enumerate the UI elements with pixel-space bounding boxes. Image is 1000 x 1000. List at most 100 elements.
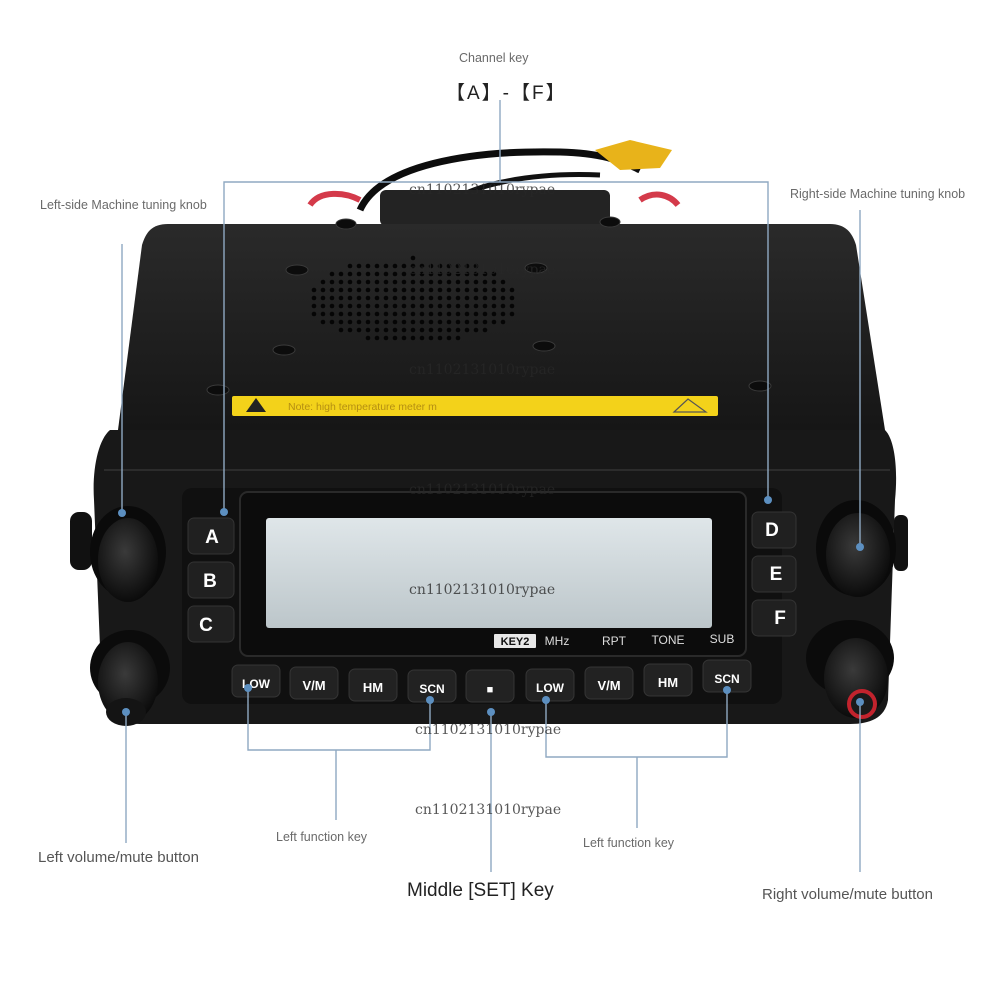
grille-hole: [428, 303, 434, 309]
grille-hole: [329, 279, 335, 285]
grille-hole: [347, 287, 353, 293]
grille-hole: [455, 311, 461, 317]
grille-hole: [446, 335, 452, 341]
grille-hole: [419, 319, 425, 325]
grille-hole: [464, 279, 470, 285]
grille-hole: [347, 311, 353, 317]
grille-hole: [491, 303, 497, 309]
grille-hole: [365, 335, 371, 341]
grille-hole: [464, 311, 470, 317]
grille-hole: [446, 311, 452, 317]
grille-hole: [320, 311, 326, 317]
grille-hole: [320, 287, 326, 293]
grille-hole: [437, 303, 443, 309]
left-hm-key[interactable]: HM: [363, 680, 383, 695]
cable-tag: [595, 140, 672, 170]
key2-badge: [494, 634, 536, 648]
channel-key-a[interactable]: A: [205, 527, 219, 548]
channel-key-f[interactable]: F: [774, 608, 786, 629]
grille-hole: [311, 295, 317, 301]
grille-hole: [437, 279, 443, 285]
grille-hole: [365, 295, 371, 301]
grille-hole: [356, 271, 362, 277]
right-tuning-knob: [816, 500, 896, 597]
grille-hole: [419, 311, 425, 317]
grille-hole: [320, 295, 326, 301]
grille-hole: [338, 319, 344, 325]
channel-key-d[interactable]: D: [765, 520, 779, 541]
grille-hole: [383, 327, 389, 333]
grille-hole: [410, 327, 416, 333]
case-screws: [206, 216, 772, 396]
lcd-screen: [266, 518, 712, 628]
grille-hole: [455, 319, 461, 325]
grille-hole: [392, 327, 398, 333]
grille-hole: [311, 311, 317, 317]
grille-hole: [320, 303, 326, 309]
watermark: cn1102131010rypae: [409, 182, 556, 198]
right-hm-key[interactable]: HM: [658, 675, 678, 690]
grille-hole: [473, 263, 479, 269]
grille-hole: [455, 271, 461, 277]
function-key-pad: [525, 668, 575, 702]
grille-hole: [374, 335, 380, 341]
grille-hole: [446, 295, 452, 301]
channel-key-e[interactable]: E: [770, 564, 783, 585]
indicator-sub: SUB: [710, 632, 735, 646]
indicator-tone: TONE: [651, 633, 684, 647]
grille-hole: [446, 279, 452, 285]
grille-hole: [329, 319, 335, 325]
grille-hole: [419, 263, 425, 269]
left-function-key-label-1: Left function key: [276, 830, 368, 844]
grille-hole: [482, 319, 488, 325]
grille-hole: [437, 311, 443, 317]
grille-hole: [455, 263, 461, 269]
grille-hole: [392, 319, 398, 325]
grille-hole: [383, 287, 389, 293]
grille-hole: [383, 279, 389, 285]
grille-hole: [392, 263, 398, 269]
grille-hole: [338, 287, 344, 293]
grille-hole: [500, 311, 506, 317]
grille-hole: [401, 319, 407, 325]
warning-text: Note: high temperature meter m: [288, 401, 437, 413]
right-low-key[interactable]: LOW: [536, 681, 565, 695]
grille-hole: [419, 271, 425, 277]
grille-hole: [401, 335, 407, 341]
grille-hole: [383, 319, 389, 325]
grille-hole: [428, 327, 434, 333]
warning-label: [232, 396, 718, 416]
grille-hole: [500, 279, 506, 285]
grille-hole: [311, 287, 317, 293]
watermark: cn1102131010rypae: [409, 482, 556, 498]
right-tuning-knob-label: Right-side Machine tuning knob: [790, 187, 966, 201]
right-scn-key[interactable]: SCN: [714, 672, 739, 686]
channel-key-b[interactable]: B: [203, 571, 217, 592]
grille-hole: [446, 263, 452, 269]
grille-hole: [437, 295, 443, 301]
left-vm-key[interactable]: V/M: [302, 678, 325, 693]
left-scn-key[interactable]: SCN: [419, 682, 444, 696]
grille-hole: [473, 279, 479, 285]
grille-hole: [428, 335, 434, 341]
indicator-mhz: MHz: [545, 634, 570, 648]
grille-hole: [428, 271, 434, 277]
grille-hole: [437, 271, 443, 277]
grille-hole: [338, 327, 344, 333]
grille-hole: [500, 319, 506, 325]
grille-hole: [338, 303, 344, 309]
grille-hole: [392, 303, 398, 309]
indicator-rpt: RPT: [602, 634, 627, 648]
function-key-pad: [289, 666, 339, 700]
grille-hole: [374, 319, 380, 325]
set-key[interactable]: ■: [487, 684, 494, 696]
grille-hole: [455, 327, 461, 333]
grille-hole: [473, 271, 479, 277]
right-vm-key[interactable]: V/M: [597, 678, 620, 693]
function-key-pad: [643, 663, 693, 697]
grille-hole: [347, 319, 353, 325]
channel-key-c[interactable]: C: [199, 615, 213, 636]
grille-hole: [482, 287, 488, 293]
grille-hole: [410, 279, 416, 285]
